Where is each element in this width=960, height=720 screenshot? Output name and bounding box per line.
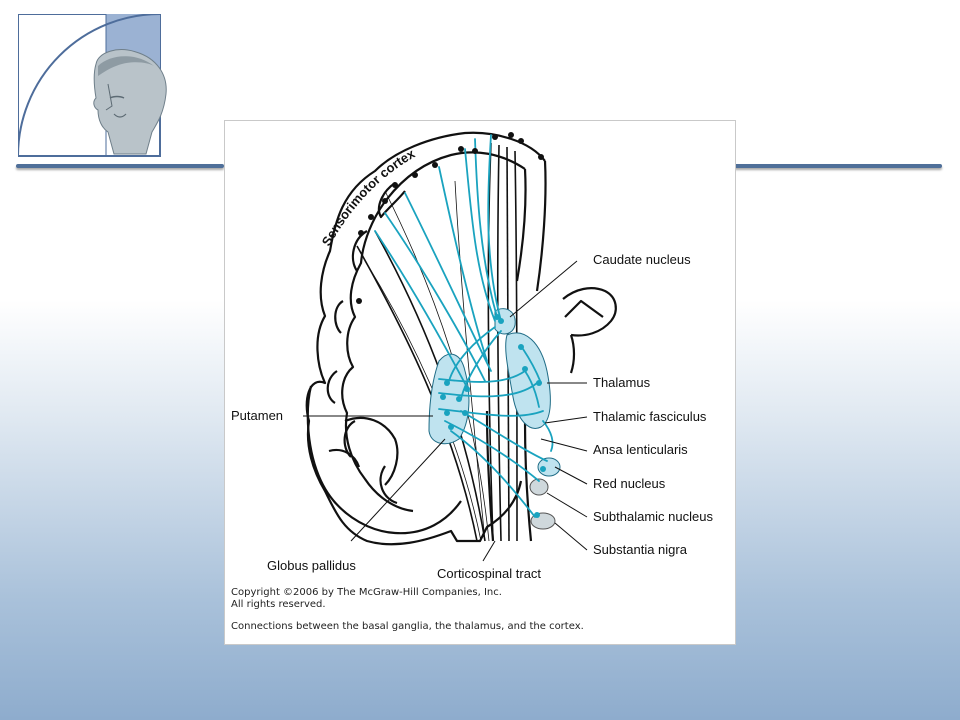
header-rule-right [734,164,942,168]
label-putamen: Putamen [231,408,284,423]
label-corticospinal-tract: Corticospinal tract [437,566,542,581]
label-caudate-nucleus: Caudate nucleus [593,252,691,267]
header-rule-left [16,164,224,168]
label-thalamus: Thalamus [593,375,651,390]
label-ansa-lenticularis: Ansa lenticularis [593,442,688,457]
logo [17,13,198,159]
basal-ganglia-figure: Sensorimotor cortex Caudate nucleus Thal… [224,120,736,645]
label-thalamic-fasciculus: Thalamic fasciculus [593,409,707,424]
figure-caption: Connections between the basal ganglia, t… [231,621,584,632]
brain-diagram [303,131,617,562]
cortex-title: Sensorimotor cortex [319,145,418,248]
svg-text:Sensorimotor cortex: Sensorimotor cortex [319,145,418,248]
copyright-line-1: Copyright ©2006 by The McGraw-Hill Compa… [231,587,502,598]
label-globus-pallidus: Globus pallidus [267,558,356,573]
copyright-line-2: All rights reserved. [231,599,326,610]
label-red-nucleus: Red nucleus [593,476,666,491]
cortex-title-arc: Sensorimotor cortex [319,145,418,248]
label-subthalamic-nucleus: Subthalamic nucleus [593,509,713,524]
label-substantia-nigra: Substantia nigra [593,542,687,557]
